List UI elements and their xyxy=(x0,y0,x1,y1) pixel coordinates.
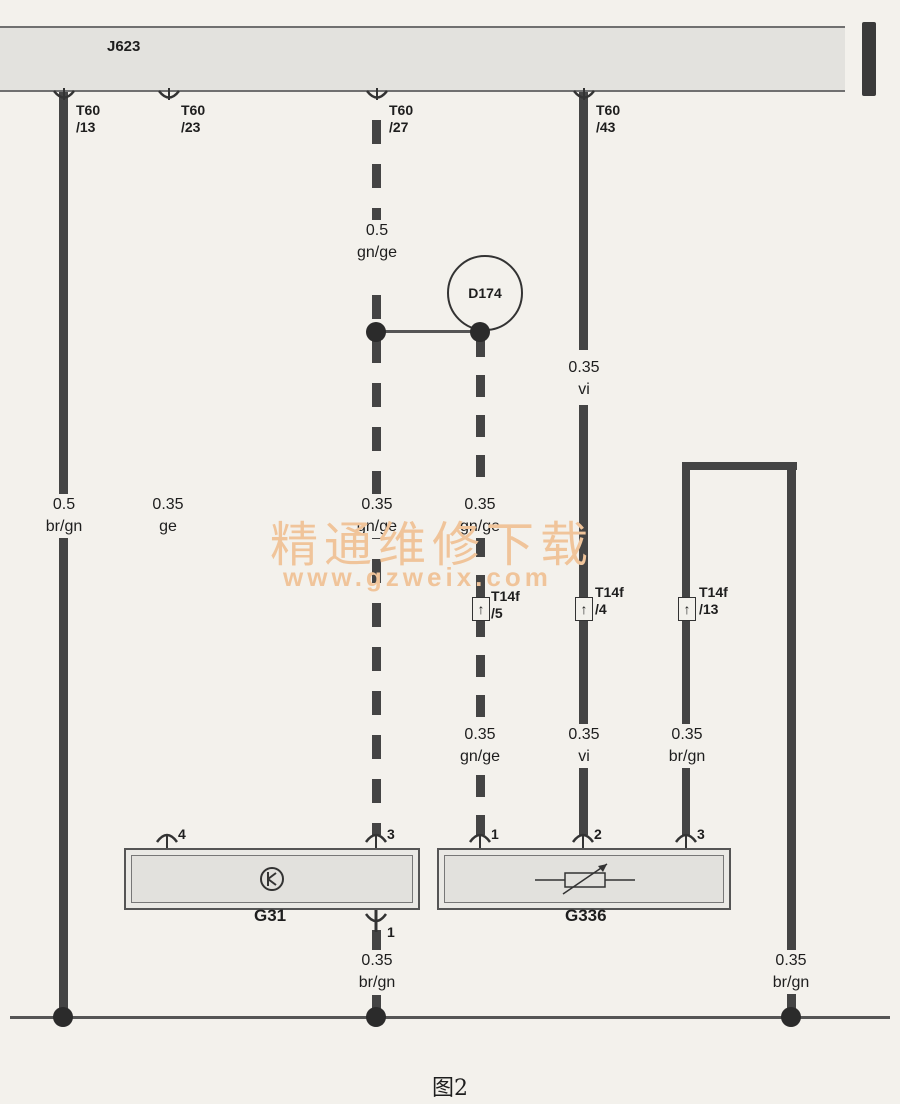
figure-caption: 图2 xyxy=(432,1076,468,1101)
ground-dot-2 xyxy=(366,1007,386,1027)
pin-label-t60-43: T60/43 xyxy=(596,102,621,135)
g31-pin-3: 3 xyxy=(387,826,395,842)
ground-dot-1 xyxy=(53,1007,73,1027)
ground-dot-3 xyxy=(781,1007,801,1027)
watermark-text: 精通维修下载 xyxy=(270,517,595,573)
wire-g31-ground xyxy=(372,930,381,950)
terminal-up-arc-icon xyxy=(155,833,179,850)
g336-pin-1: 1 xyxy=(491,826,499,842)
splice-dot-left xyxy=(366,322,386,342)
connector-label-t14f-4: T14f/4 xyxy=(595,584,624,617)
g31-pin-1: 1 xyxy=(387,924,395,940)
component-g31-box xyxy=(124,848,420,910)
pin-label-t60-23: T60/23 xyxy=(181,102,206,135)
pin-label-t60-27: T60/27 xyxy=(389,102,414,135)
wire-br-gn-loop-top xyxy=(682,462,797,470)
terminal-up-arc-icon xyxy=(674,833,698,850)
ground-bus xyxy=(10,1016,890,1019)
terminal-down-arc-icon xyxy=(364,908,388,932)
terminal-arc-icon xyxy=(158,88,180,100)
wire-gn-ge-27-upper xyxy=(372,120,381,220)
ecu-end-cap xyxy=(862,22,876,96)
terminal-arc-icon xyxy=(573,88,595,100)
splice-dot-right xyxy=(470,322,490,342)
component-g336-label: G336 xyxy=(565,906,607,925)
wire-br-gn-loop-right xyxy=(787,462,796,1017)
g31-pin-4: 4 xyxy=(178,826,186,842)
connector-label-t14f-13: T14f/13 xyxy=(699,584,728,617)
splice-d174: D174 xyxy=(447,255,523,331)
wire-g31-ground-lower xyxy=(372,995,381,1017)
ecu-j623-block xyxy=(0,26,845,92)
watermark-url: www.gzweix.com xyxy=(283,562,552,592)
component-g336-box xyxy=(437,848,731,910)
splice-bridge xyxy=(378,330,480,333)
pin-label-t60-13: T60/13 xyxy=(76,102,101,135)
component-g31-label: G31 xyxy=(254,906,287,925)
connector-arrow-icon: ↑ xyxy=(575,597,593,621)
ecu-label: J623 xyxy=(107,38,141,55)
connector-arrow-icon: ↑ xyxy=(472,597,490,621)
connector-arrow-icon: ↑ xyxy=(678,597,696,621)
g336-pin-3: 3 xyxy=(697,826,705,842)
variable-resistor-icon xyxy=(535,863,635,895)
terminal-up-arc-icon xyxy=(468,833,492,850)
wire-br-gn-loop-left xyxy=(682,462,690,835)
terminal-arc-icon xyxy=(366,88,388,100)
terminal-arc-icon xyxy=(53,88,75,100)
knock-sensor-icon xyxy=(260,867,284,891)
wire-gn-ge-d174 xyxy=(476,335,485,835)
terminal-up-arc-icon xyxy=(571,833,595,850)
wire-gn-ge-27-lower xyxy=(372,295,381,835)
terminal-up-arc-icon xyxy=(364,833,388,850)
wire-vi-43 xyxy=(579,92,588,350)
wire-br-gn-13 xyxy=(59,92,68,1017)
connector-label-t14f-5: T14f/5 xyxy=(491,588,520,621)
g336-pin-2: 2 xyxy=(594,826,602,842)
